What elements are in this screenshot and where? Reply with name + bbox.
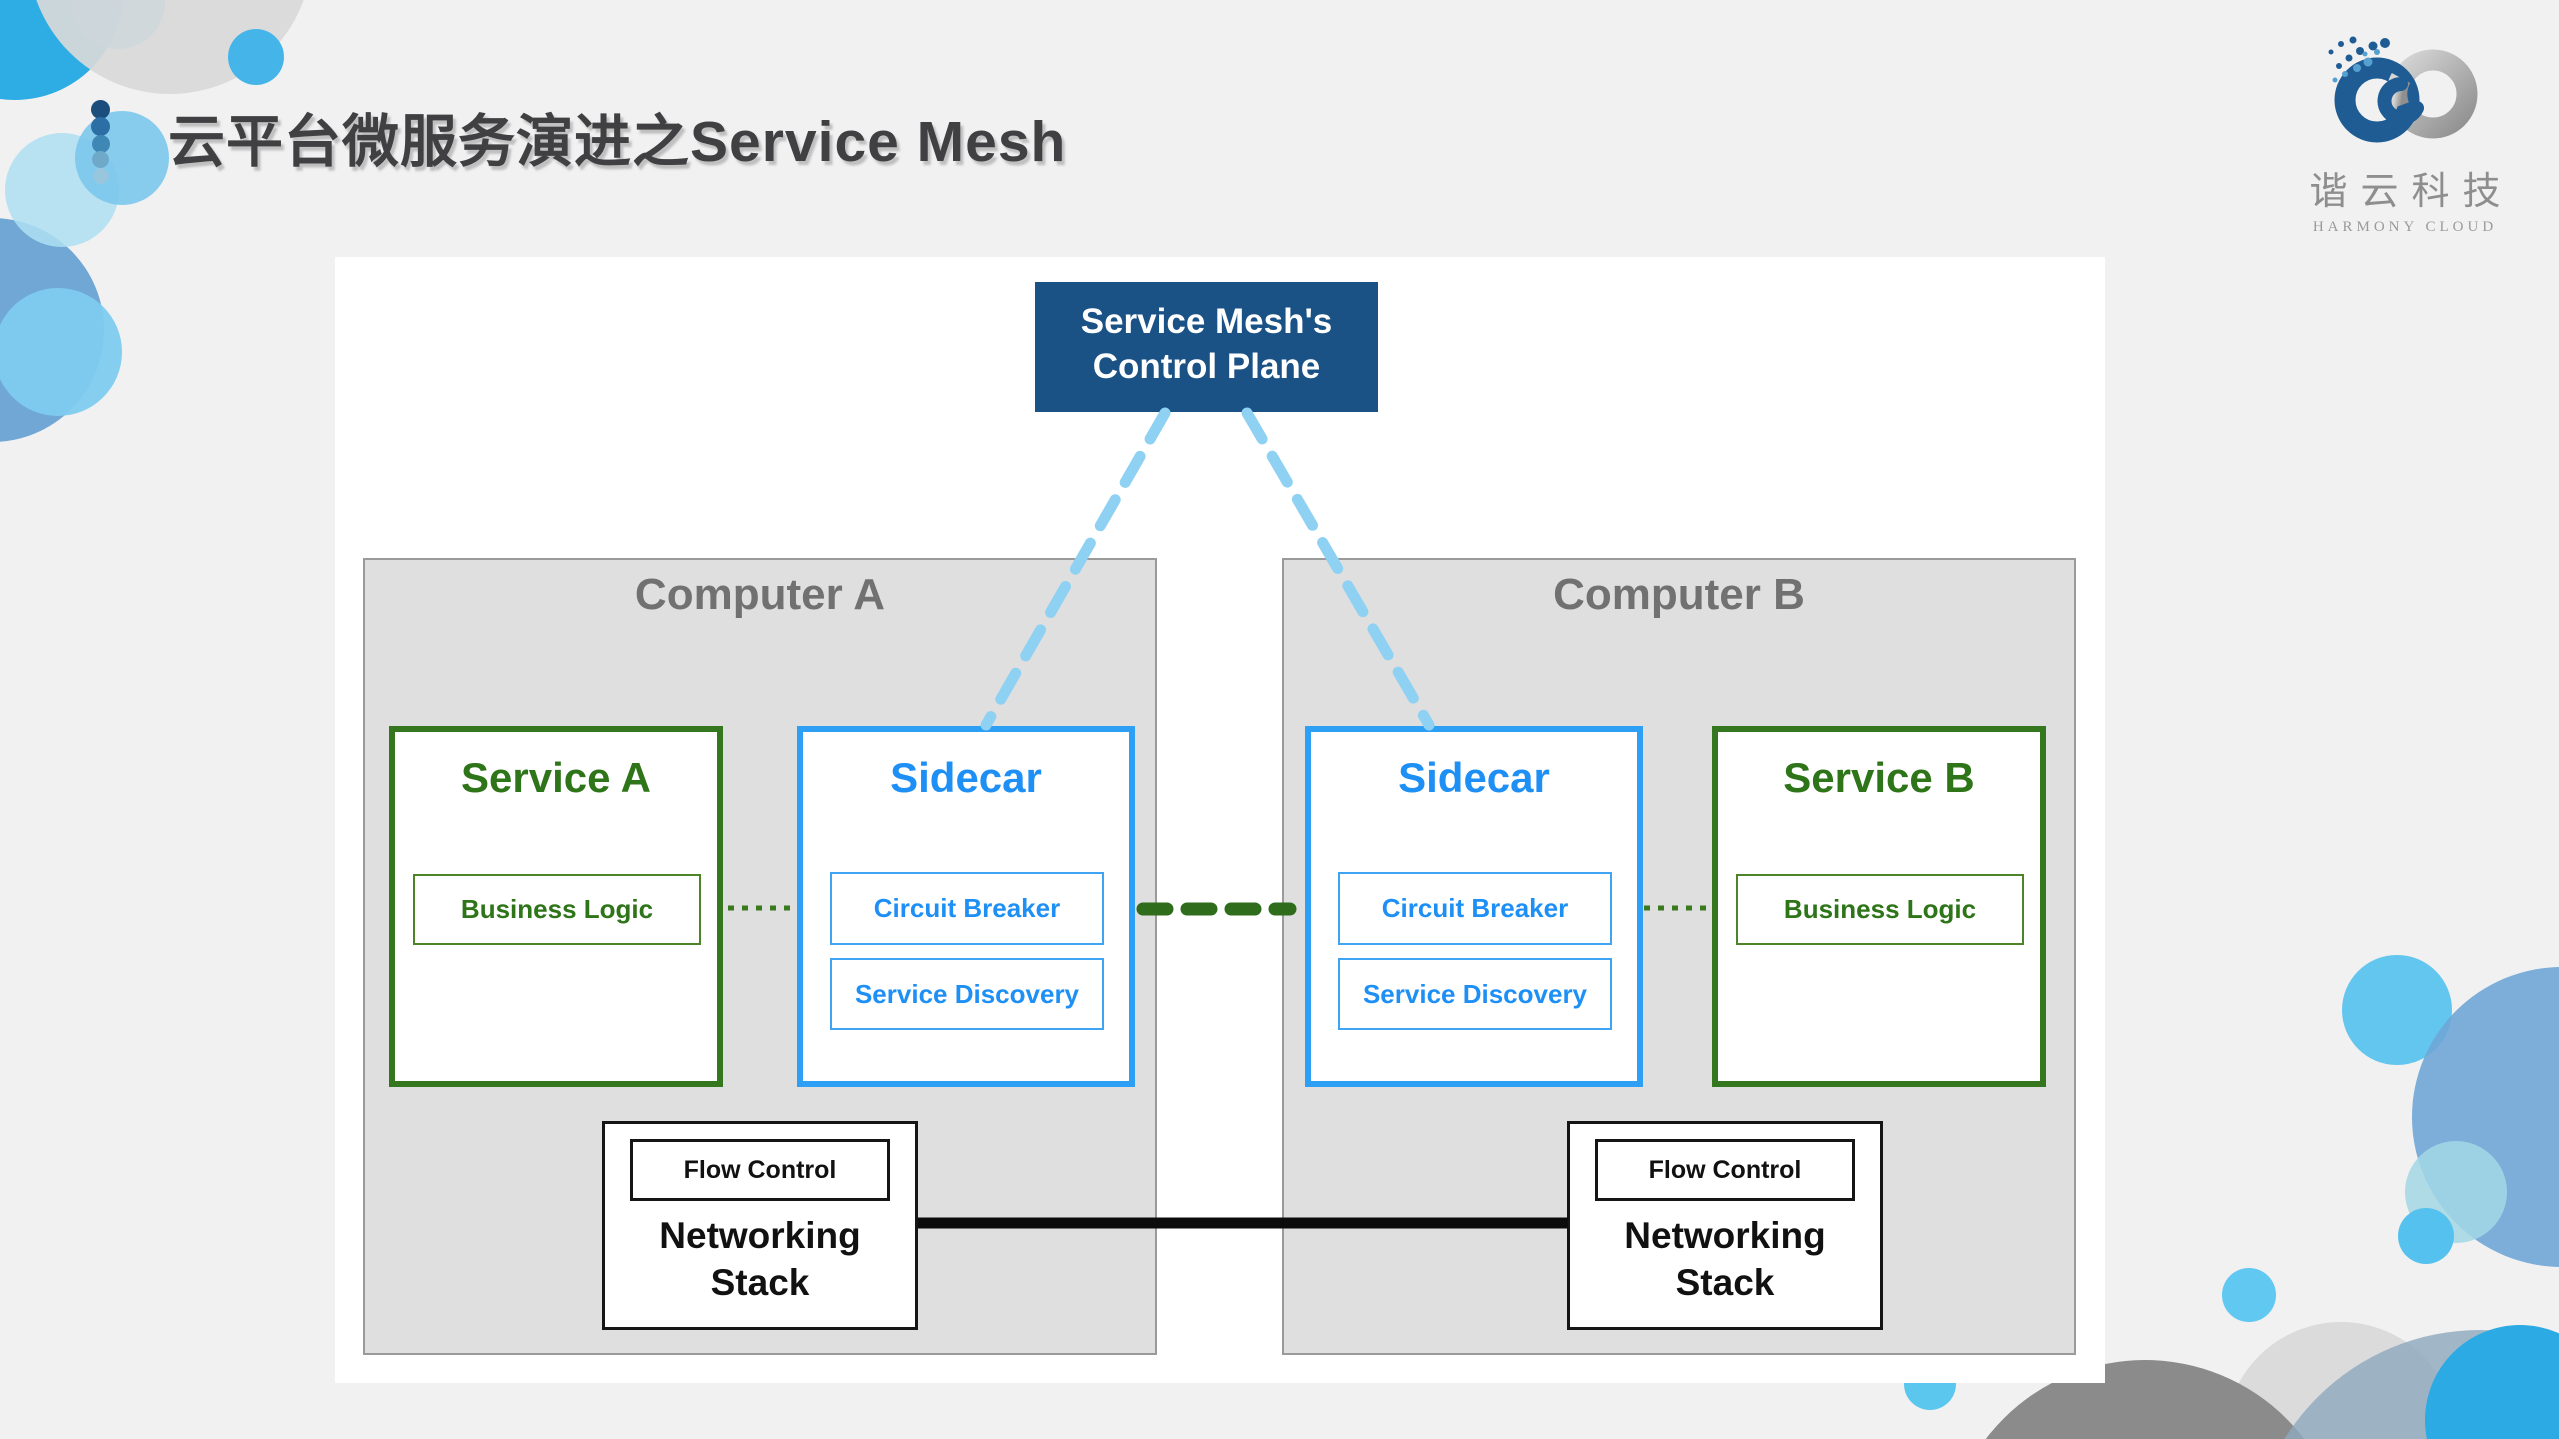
flow-control-box: Flow Control [1595,1139,1855,1201]
flow-control-box: Flow Control [630,1139,890,1201]
service-discovery-box: Service Discovery [1338,958,1612,1030]
service-b-title: Service B [1783,754,1975,801]
networking-stack-a-label: Networking Stack [659,1215,861,1303]
title-bullet-dot [92,151,109,168]
business-logic-box: Business Logic [1736,874,2024,945]
computer-b-box: Computer B Sidecar Circuit Breaker Servi… [1282,558,2076,1355]
harmony-cloud-logo-icon [2328,36,2478,143]
title-bullet-dot [91,100,110,119]
diagram-panel: Service Mesh's Control Plane Computer A … [335,257,2105,1383]
circuit-breaker-box: Circuit Breaker [830,872,1104,945]
service-a-box: Service A Business Logic [389,726,723,1087]
service-b-box: Service B Business Logic [1712,726,2046,1087]
business-logic-box: Business Logic [413,874,701,945]
control-plane-label-line1: Service Mesh's [1080,302,1333,341]
sidecar-b-title: Sidecar [1398,754,1550,801]
circuit-breaker-box: Circuit Breaker [1338,872,1612,945]
computer-b-label: Computer B [1553,570,1805,619]
title-bullet-dot [92,135,110,153]
decor-bubble [0,288,122,416]
decor-bubble [228,29,284,85]
title-bullet-dot [91,117,110,136]
control-plane-box: Service Mesh's Control Plane [1035,282,1378,412]
computer-a-box: Computer A Service A Business Logic Side… [363,558,1157,1355]
service-discovery-box: Service Discovery [830,958,1104,1030]
title-bullet-dot [93,168,109,184]
control-plane-label-line2: Control Plane [1092,347,1321,386]
networking-stack-b-label: Networking Stack [1624,1215,1826,1303]
sidecar-a-box: Sidecar Circuit Breaker Service Discover… [797,726,1135,1087]
decor-bubble [2222,1268,2276,1322]
networking-stack-a-box: Flow Control Networking Stack [602,1121,918,1330]
page-title: 云平台微服务演进之Service Mesh [168,110,1067,174]
company-name-en: HARMONY CLOUD [2312,219,2498,235]
company-logo: 谐云科技 HARMONY CLOUD [2265,36,2545,236]
sidecar-a-title: Sidecar [890,754,1042,801]
networking-stack-b-box: Flow Control Networking Stack [1567,1121,1883,1330]
service-a-title: Service A [461,754,651,801]
computer-a-label: Computer A [634,570,886,619]
decor-bubble [75,111,169,205]
decor-bubble [2398,1208,2454,1264]
sidecar-b-box: Sidecar Circuit Breaker Service Discover… [1305,726,1643,1087]
company-name: 谐云科技 [2309,171,2514,213]
